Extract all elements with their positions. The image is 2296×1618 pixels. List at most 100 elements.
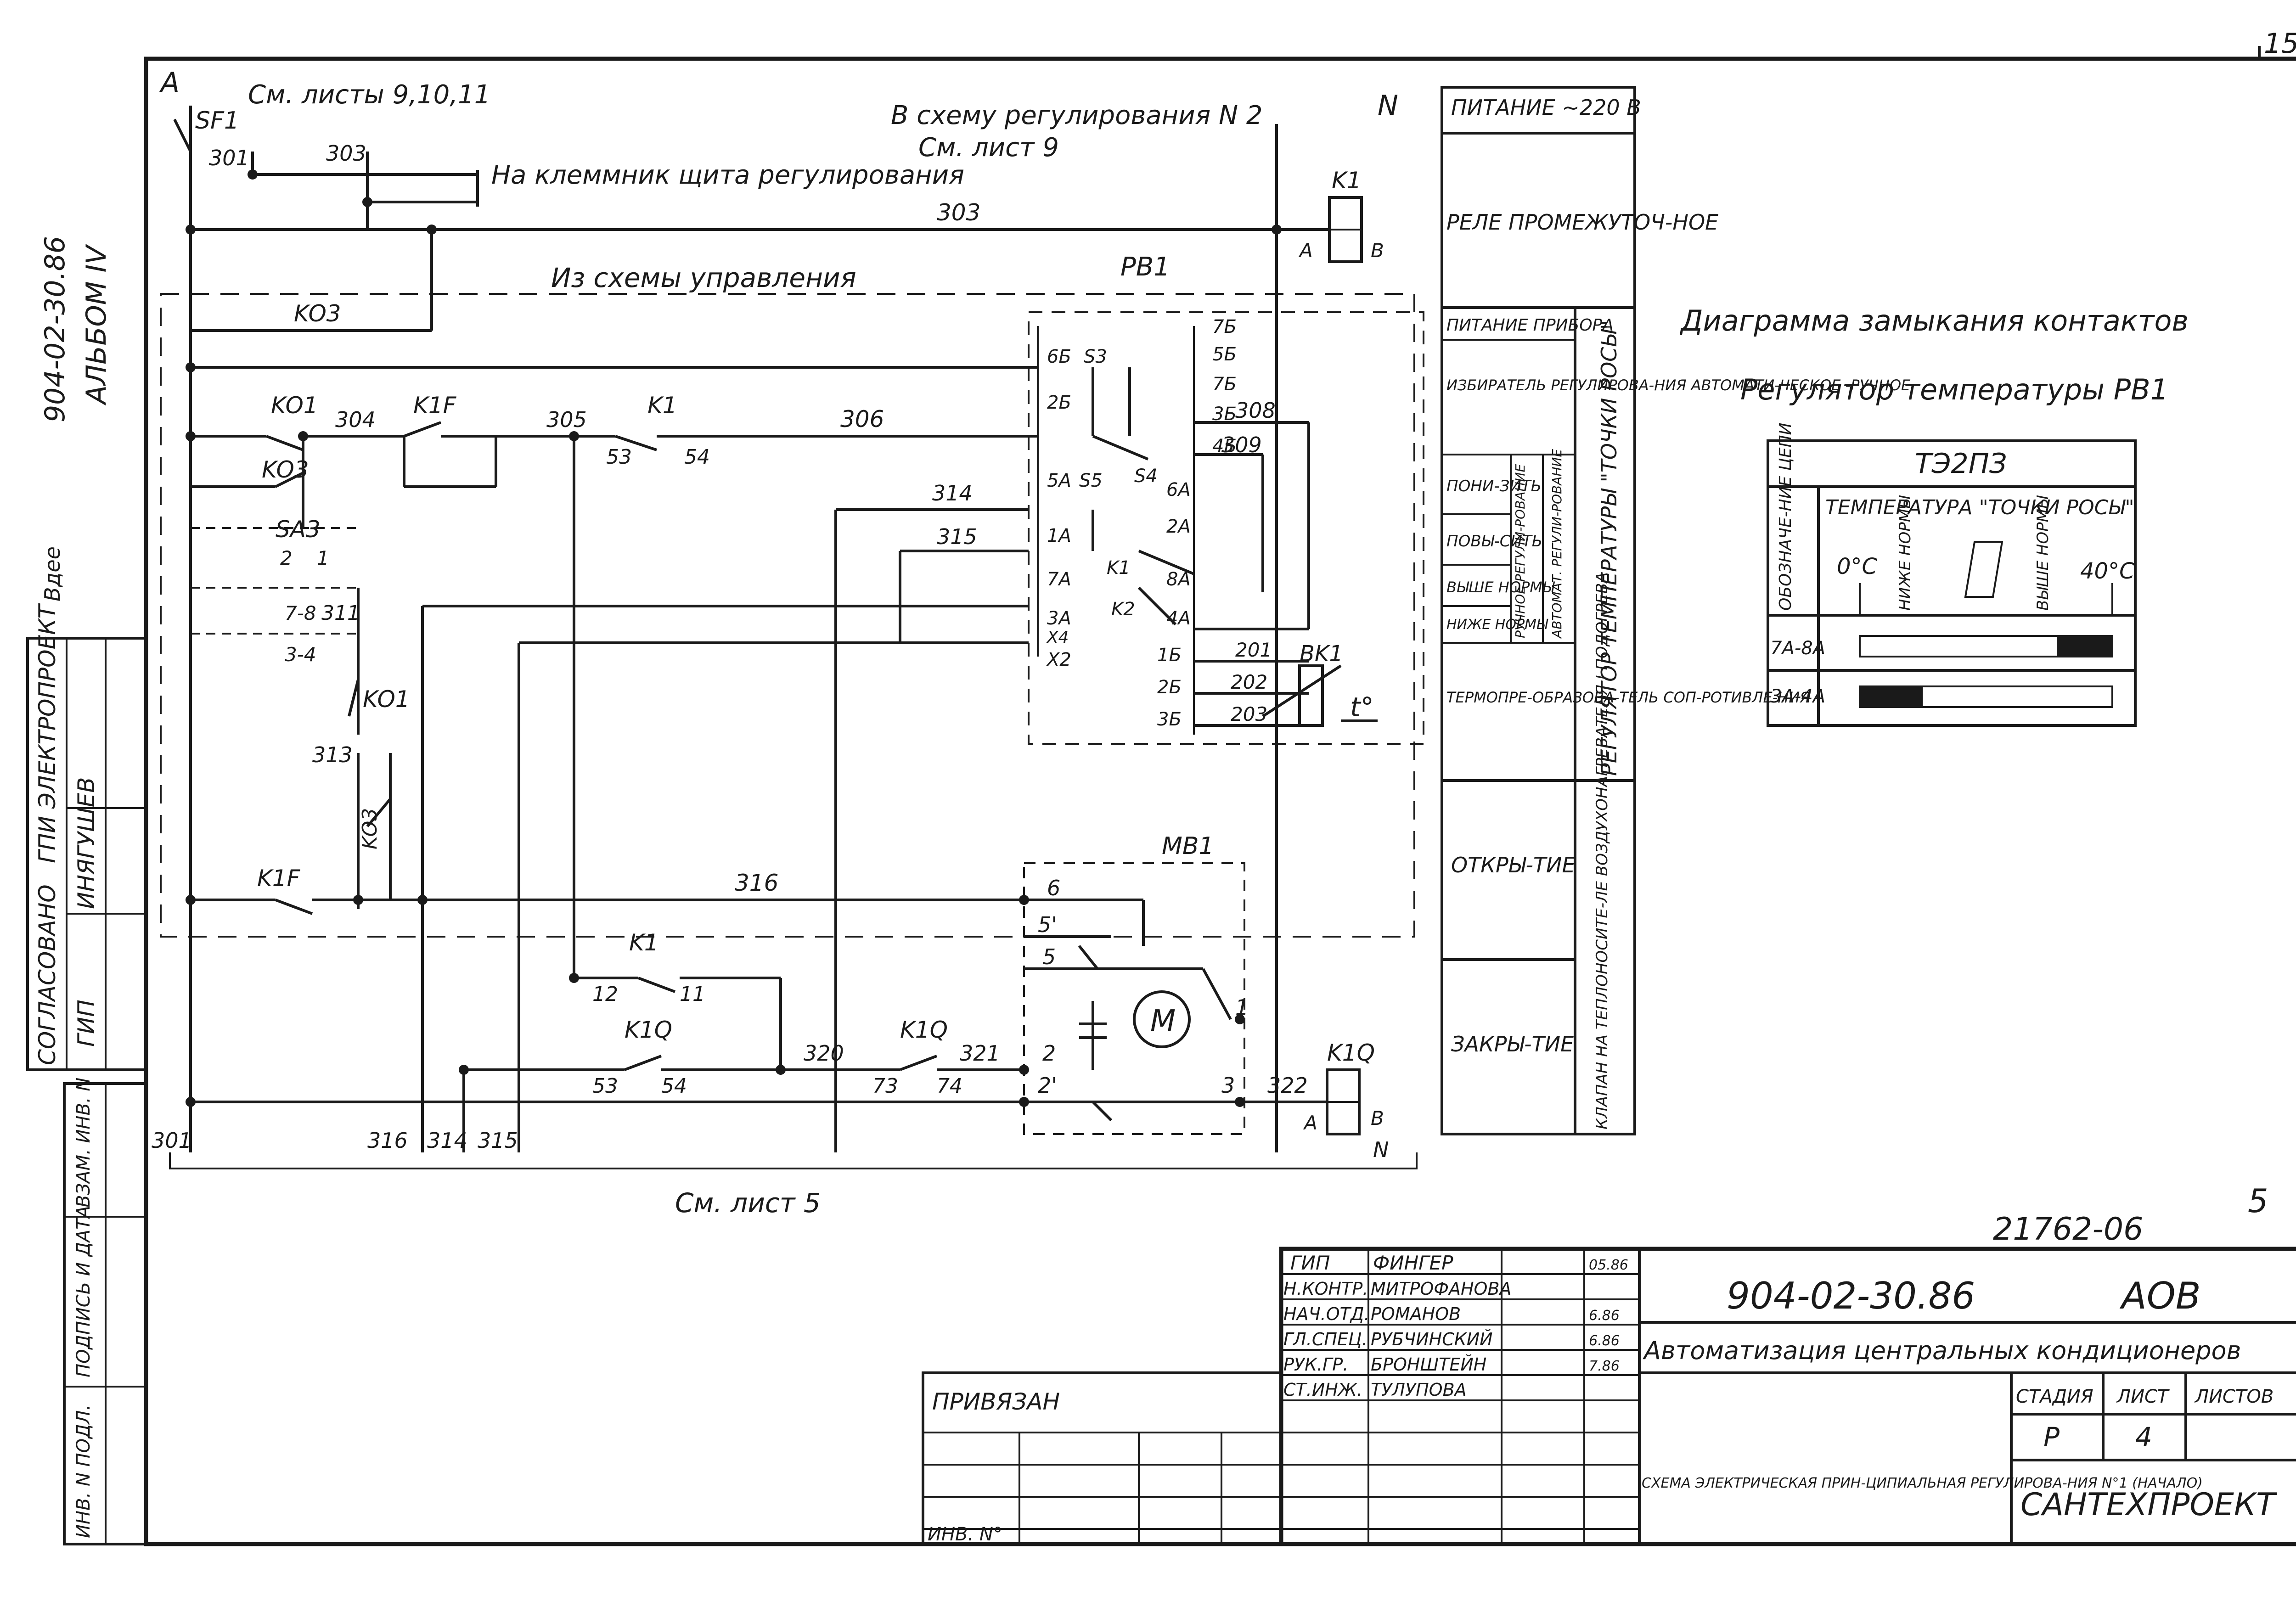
- diagram-t40: 40°C: [2080, 558, 2135, 584]
- album-code: 904-02-30.86: [39, 236, 71, 422]
- wire-309: 309: [1221, 433, 1262, 457]
- term-q54: 54: [661, 1074, 687, 1098]
- bottom-wire-314: 314: [427, 1128, 467, 1153]
- diagram-temp-head: ТЕМПЕРАТУРА "ТОЧКИ РОСЫ": [1825, 496, 2134, 519]
- name-2: РОМАНОВ: [1371, 1304, 1461, 1324]
- contact-k1q-2: K1Q: [900, 1017, 948, 1043]
- relay-k1-b: B: [1371, 239, 1384, 262]
- album-label: 904-02-30.86 АЛЬБОМ IV: [39, 236, 113, 422]
- contact-diagram-table: [1767, 439, 2137, 727]
- diagram-title-1: Диаграмма замыкания контактов: [1679, 304, 2189, 337]
- wire-311: 311: [321, 601, 360, 625]
- page-number-right: 5: [2248, 1182, 2268, 1220]
- fn-raise: ПОВЫ-СИТЬ: [1446, 532, 1542, 551]
- diagram-row1: 3А-4А: [1770, 686, 1825, 707]
- reg-pin-3b2: 3Б: [1157, 709, 1182, 730]
- neutral-label: N: [1378, 90, 1398, 122]
- contact-ko3-top: KO3: [294, 300, 341, 327]
- wire-314: 314: [932, 481, 973, 506]
- name-5: ТУЛУПОВА: [1371, 1380, 1467, 1400]
- fn-above: ВЫШЕ НОРМЫ: [1446, 579, 1555, 596]
- regulator-box: [1028, 311, 1424, 745]
- reg-pin-4a: 4А: [1166, 608, 1191, 629]
- fn-below: НИЖЕ НОРМЫ: [1446, 617, 1548, 633]
- motor-term-3: 3: [1221, 1073, 1235, 1098]
- bottom-wire-316: 316: [367, 1128, 408, 1153]
- term-53: 53: [606, 445, 632, 469]
- diagram-t0: 0°C: [1837, 554, 1878, 579]
- wire-201: 201: [1235, 639, 1272, 661]
- reg-pin-7b: 7Б: [1212, 316, 1237, 337]
- term-q73: 73: [872, 1074, 898, 1098]
- term-11: 11: [680, 983, 705, 1006]
- project-title: Автоматизация центральных кондиционеров: [1643, 1336, 2241, 1365]
- contact-k1-lower: K1: [629, 929, 659, 956]
- doc-code: 904-02-30.86: [1727, 1275, 1975, 1317]
- stamp-org: ГПИ ЭЛЕКТРОПРОЕКТ: [34, 603, 61, 863]
- wire-304: 304: [335, 407, 376, 432]
- bottom-ref: См. лист 5: [675, 1187, 821, 1219]
- wire-301: 301: [209, 146, 249, 170]
- diagram-title-2: Регулятор температуры PB1: [1740, 373, 2168, 406]
- role-4: РУК.ГР.: [1283, 1354, 1348, 1375]
- diagram-col-head: ОБОЗНАЧЕ-НИЕ ЦЕПИ: [1776, 423, 1795, 611]
- date-4: 7.86: [1589, 1358, 1620, 1374]
- terminal-note: На клеммник щита регулирования: [491, 160, 964, 190]
- diagram-model: ТЭ2ПЗ: [1915, 448, 2007, 480]
- stage-head: СТАДИЯ: [2016, 1386, 2093, 1407]
- motor-sym: M: [1150, 1004, 1176, 1038]
- reg-pin-4b: 4Б: [1212, 436, 1237, 457]
- sheet-value: 4: [2135, 1421, 2152, 1453]
- sa3-pos-78: 7-8: [285, 602, 316, 624]
- contact-closed-row0: [2057, 636, 2112, 657]
- title-block: [922, 1247, 2296, 1546]
- stamp-role-group: ГИП ИНЯГУШЕВ: [73, 777, 100, 1047]
- schematic-labels: A N SF1 См. листы 9,10,11 На клеммник щи…: [152, 67, 1398, 1219]
- wire-315: 315: [937, 524, 977, 549]
- stamp-label: СОГЛАСОВАНО: [34, 884, 61, 1065]
- sheet-title: СХЕМА ЭЛЕКТРИЧЕСКАЯ ПРИН-ЦИПИАЛЬНАЯ РЕГУ…: [1642, 1475, 2203, 1491]
- date-2: 6.86: [1589, 1308, 1620, 1324]
- fn-selector: ИЗБИРАТЕЛЬ РЕГУЛИРОВА-НИЯ АВТОМАТИ-ЧЕСКО…: [1446, 376, 1911, 394]
- contact-ko1: KO1: [271, 392, 318, 419]
- neutral-bottom: N: [1373, 1137, 1389, 1162]
- reg-ref-1: В схему регулирования N 2: [891, 101, 1262, 130]
- reg-pin-7b2: 7Б: [1212, 374, 1237, 395]
- contact-k1f: K1F: [413, 392, 457, 419]
- reg-pin-2b: 2Б: [1047, 392, 1071, 413]
- wire-313: 313: [312, 742, 353, 767]
- motor-term-5: 5: [1042, 944, 1056, 969]
- wire-308: 308: [1235, 398, 1276, 423]
- left-strip: [63, 1082, 147, 1545]
- fn-device-power: ПИТАНИЕ ПРИБОРА: [1446, 316, 1614, 335]
- strip-3: ИНВ. N ПОДЛ.: [73, 1405, 94, 1538]
- term-12: 12: [592, 983, 618, 1006]
- reg-pin-2b2: 2Б: [1157, 677, 1182, 698]
- wire-305: 305: [546, 407, 587, 432]
- sensor-bk1: [1298, 664, 1324, 727]
- wire-202: 202: [1231, 671, 1267, 693]
- relay-k1-name: K1: [1332, 167, 1362, 194]
- name-0: ФИНГЕР: [1373, 1252, 1453, 1274]
- fn-relay: РЕЛЕ ПРОМЕЖУТОЧ-НОЕ: [1446, 210, 1718, 235]
- sensor-sym: t°: [1350, 691, 1374, 723]
- term-q53: 53: [592, 1074, 618, 1098]
- role-1: Н.КОНТР.: [1283, 1279, 1368, 1299]
- sa3-pos-1: 1: [317, 547, 329, 569]
- term-54: 54: [684, 445, 710, 469]
- reg-pin-1a: 1А: [1047, 525, 1071, 546]
- reg-pin-3b: 3Б: [1212, 404, 1237, 425]
- contact-ko1-lower: KO1: [363, 686, 410, 713]
- sensor-name: BK1: [1300, 641, 1343, 667]
- breaker-label: SF1: [195, 107, 239, 135]
- role-0: ГИП: [1290, 1252, 1330, 1274]
- fn-close: ЗАКРЫ-ТИЕ: [1451, 1032, 1574, 1056]
- motor-name: MB1: [1162, 832, 1214, 860]
- bottom-wire-301: 301: [152, 1128, 192, 1153]
- reg-k2: K2: [1111, 599, 1135, 620]
- schematic: [160, 106, 1424, 1169]
- regulator-name: PB1: [1120, 252, 1170, 282]
- stamp-signature: Вдее: [40, 546, 65, 601]
- reg-pin-s5: S5: [1079, 470, 1103, 491]
